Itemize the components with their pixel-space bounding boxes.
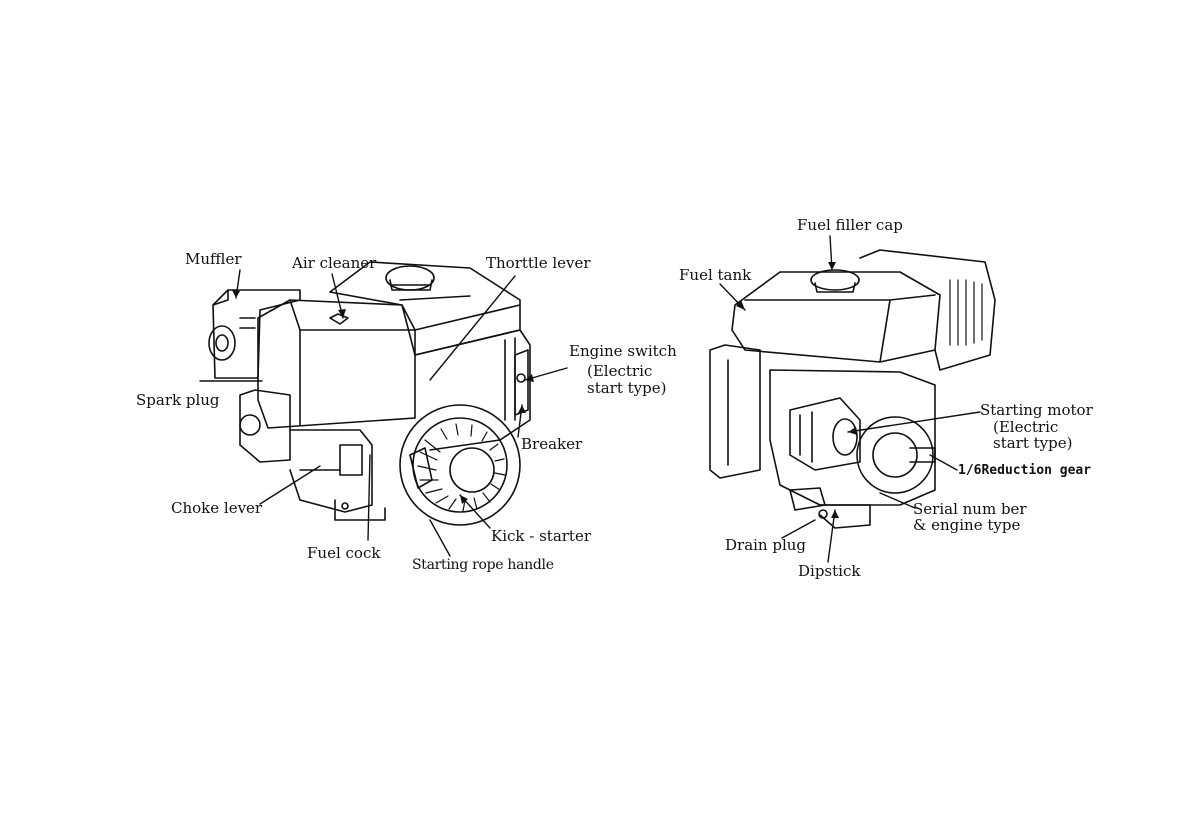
label-spark-plug: Spark plug (136, 393, 220, 409)
label-fuel-tank: Fuel tank (679, 268, 751, 284)
label-starting-rope-handle: Starting rope handle (412, 558, 554, 573)
label-throttle-lever: Thorttle lever (486, 256, 591, 272)
label-breaker: Breaker (521, 437, 582, 453)
left-air-cleaner-shape (258, 300, 415, 428)
label-air-cleaner: Air cleaner (292, 256, 376, 272)
label-choke-lever: Choke lever (171, 501, 262, 517)
left-recoil-starter-shape (400, 405, 520, 525)
label-engine-switch-start-type: start type) (587, 381, 666, 397)
label-kick-starter: Kick - starter (491, 529, 591, 545)
right-fuel-tank-shape (732, 272, 940, 362)
label-engine-switch: Engine switch (569, 344, 677, 360)
label-drain-plug: Drain plug (725, 538, 806, 554)
left-fuel-tank-shape (330, 262, 520, 355)
label-dipstick: Dipstick (798, 564, 860, 580)
callout-lines (200, 236, 980, 562)
right-engine-drawing (710, 250, 995, 528)
label-muffler: Muffler (185, 252, 242, 268)
label-starting-motor: Starting motor (980, 403, 1093, 419)
label-fuel-cock: Fuel cock (307, 546, 380, 562)
left-muffler-shape (213, 290, 300, 378)
label-engine-switch-electric: (Electric (587, 364, 652, 380)
label-starting-motor-start-type: start type) (993, 436, 1072, 452)
label-fuel-filler-cap: Fuel filler cap (797, 218, 903, 234)
label-reduction-gear: 1/6Reduction gear (958, 464, 1091, 478)
label-engine-type: & engine type (913, 518, 1020, 534)
